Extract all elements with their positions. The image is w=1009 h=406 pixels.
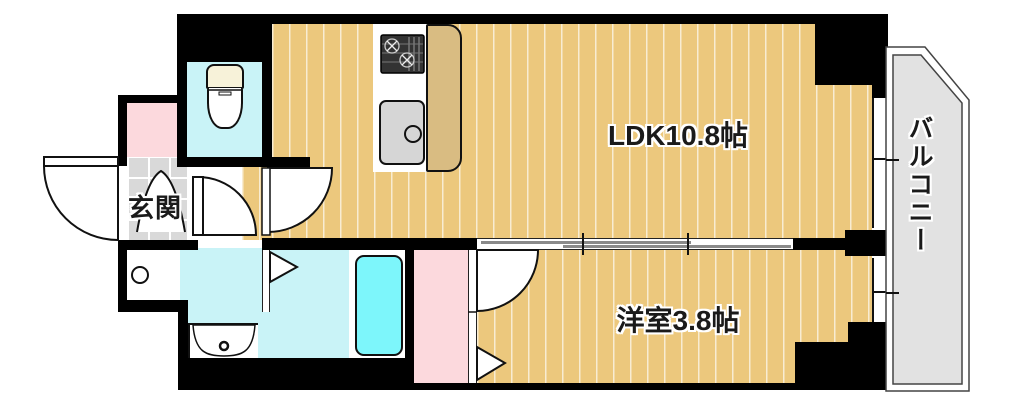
wall-lower-left	[178, 312, 188, 390]
window-ldk	[872, 98, 892, 228]
closet-lower	[414, 248, 468, 385]
sliding-door	[477, 238, 793, 250]
room-label-entrance: 玄関	[127, 193, 182, 223]
room-label-bedroom: 洋室3.8帖	[616, 305, 740, 336]
wall-above-closet	[118, 95, 187, 103]
wall-mid-left	[118, 240, 198, 250]
washbasin-counter	[188, 323, 264, 363]
hallway-floor	[242, 167, 272, 240]
wall-laundry-bottom	[118, 300, 188, 312]
room-label-balcony: バルコニー	[905, 115, 933, 255]
sliding-door-tick-2	[687, 233, 689, 255]
wall-closet-right	[180, 103, 187, 157]
bathtub-icon	[355, 255, 403, 356]
sliding-door-panel-2	[563, 245, 791, 248]
front-door-leaf	[43, 156, 119, 167]
wall-bath-right	[405, 240, 414, 390]
drain-circle-icon	[131, 266, 149, 284]
wall-right-a	[872, 85, 888, 98]
toilet-tank	[206, 64, 244, 89]
sliding-door-panel-1	[481, 241, 691, 244]
wall-left-lower	[118, 240, 127, 312]
toilet-bowl-icon	[207, 88, 243, 129]
wall-top	[177, 14, 885, 24]
wall-toilet-right	[262, 24, 272, 167]
bedroom-door-leaf	[468, 248, 477, 385]
wall-under-toilet	[177, 157, 310, 167]
window-mullion	[874, 291, 890, 293]
sliding-door-tick-1	[582, 233, 584, 255]
window-mullion	[874, 158, 890, 160]
wall-corner-bottom-right	[795, 342, 885, 390]
ldk-floor	[272, 24, 872, 240]
wall-toilet-top-block	[177, 14, 272, 62]
room-label-ldk: LDK10.8帖	[607, 120, 749, 151]
washroom	[180, 248, 263, 323]
wall-corner-top-right	[815, 14, 888, 85]
washroom-door-leaf	[192, 176, 204, 236]
wall-sliding-right	[793, 238, 888, 250]
bathroom	[258, 248, 349, 361]
wall-right-d	[872, 322, 888, 390]
wall-bottom-main	[178, 358, 414, 390]
faucet-icon	[404, 125, 422, 143]
wall-left-upper	[118, 95, 127, 166]
window-bedroom	[872, 258, 892, 322]
closet-upper	[127, 103, 180, 157]
kitchen-counter-end	[426, 24, 462, 172]
wall-bottom-thin	[414, 383, 795, 390]
front-door-swing	[42, 165, 119, 242]
wall-mid-right	[262, 238, 477, 250]
bathroom-door-leaf	[262, 250, 270, 312]
